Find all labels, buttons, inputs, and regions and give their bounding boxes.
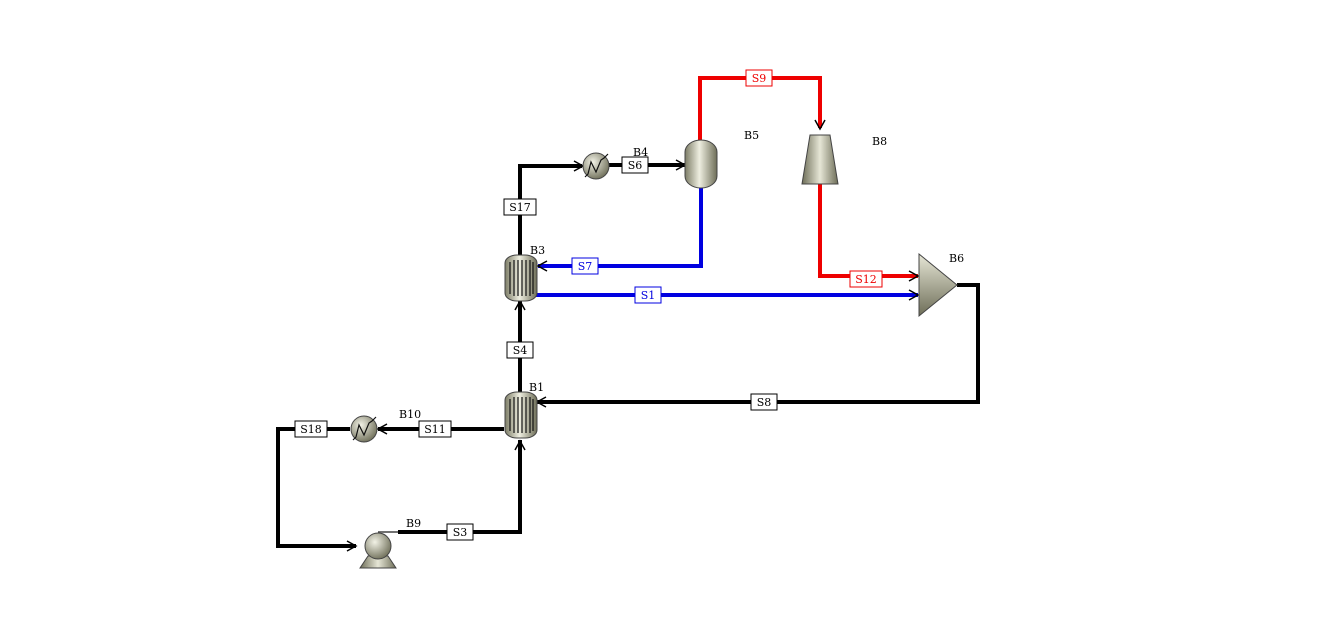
svg-text:S7: S7 xyxy=(578,260,593,273)
block-b1-heat-exchanger[interactable] xyxy=(504,391,538,439)
stream-label-s11[interactable]: S11 xyxy=(418,420,452,438)
block-b10-cooler[interactable] xyxy=(350,415,378,443)
stream-label-s17[interactable]: S17 xyxy=(503,198,537,216)
block-label-b8: B8 xyxy=(872,135,887,148)
block-b3-heat-exchanger[interactable] xyxy=(504,254,538,302)
stream-label-s9[interactable]: S9 xyxy=(745,69,773,87)
arrowhead-icon xyxy=(514,439,526,451)
stream-s3-line[interactable] xyxy=(398,440,522,534)
block-label-b4: B4 xyxy=(633,146,648,159)
stream-label-s8[interactable]: S8 xyxy=(750,393,778,411)
svg-text:S9: S9 xyxy=(752,72,767,85)
block-b9-pump[interactable] xyxy=(359,531,398,569)
stream-label-s12[interactable]: S12 xyxy=(849,270,883,288)
block-label-b6: B6 xyxy=(949,252,964,265)
stream-label-s6[interactable]: S6 xyxy=(621,156,649,174)
block-label-b10: B10 xyxy=(399,408,421,421)
svg-text:S17: S17 xyxy=(509,201,531,214)
stream-s8-line[interactable] xyxy=(537,283,980,404)
stream-label-s18[interactable]: S18 xyxy=(294,420,328,438)
svg-text:S3: S3 xyxy=(453,526,468,539)
arrowhead-icon xyxy=(346,540,358,552)
svg-text:S8: S8 xyxy=(757,396,772,409)
block-b8-turbine[interactable] xyxy=(801,134,839,185)
stream-label-s4[interactable]: S4 xyxy=(506,341,534,359)
block-b5-separator[interactable] xyxy=(684,139,718,189)
stream-s18-line[interactable] xyxy=(276,427,356,548)
block-b6-mixer[interactable] xyxy=(918,252,958,318)
stream-s7-line[interactable] xyxy=(538,188,703,268)
svg-text:S4: S4 xyxy=(513,344,528,357)
arrowhead-icon xyxy=(376,423,388,435)
stream-s17-line[interactable] xyxy=(518,164,582,256)
svg-text:S6: S6 xyxy=(628,159,643,172)
arrowhead-icon xyxy=(908,289,920,301)
block-label-b9: B9 xyxy=(406,517,421,530)
arrowhead-icon xyxy=(908,270,920,282)
arrowhead-icon xyxy=(814,119,826,131)
arrowhead-icon xyxy=(536,260,548,272)
stream-label-s3[interactable]: S3 xyxy=(446,523,474,541)
block-label-b1: B1 xyxy=(529,381,544,394)
block-label-b5: B5 xyxy=(744,129,759,142)
stream-label-s1[interactable]: S1 xyxy=(634,286,662,304)
block-b4-heater[interactable] xyxy=(582,152,610,180)
block-label-b3: B3 xyxy=(530,244,545,257)
stream-s9-line[interactable] xyxy=(698,76,822,140)
svg-text:S1: S1 xyxy=(641,289,656,302)
svg-text:S18: S18 xyxy=(300,423,322,436)
stream-s12-line[interactable] xyxy=(818,184,918,278)
svg-text:S12: S12 xyxy=(855,273,877,286)
svg-text:S11: S11 xyxy=(424,423,446,436)
stream-label-s7[interactable]: S7 xyxy=(571,257,599,275)
